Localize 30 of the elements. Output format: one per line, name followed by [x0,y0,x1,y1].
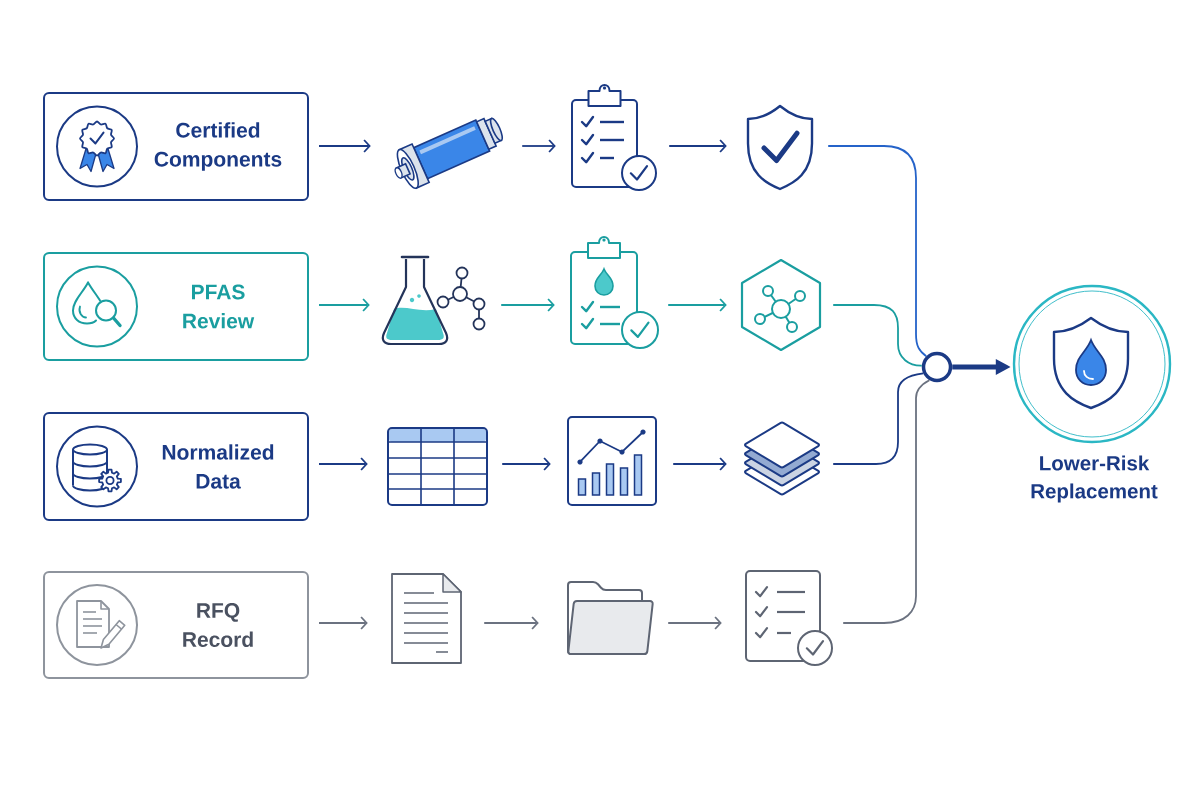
circle-label: Lower-Risk Replacement [1031,455,1158,503]
arrow [500,298,555,312]
water-filter-icon [394,117,504,190]
hexagon-network-icon [740,258,822,352]
connector-line [827,145,928,358]
connector-line [842,379,931,624]
flask-molecule-icon [381,255,486,346]
junction-circle [921,351,953,383]
document-icon [391,573,462,664]
arrow [667,298,727,312]
shield-check-icon [746,104,814,191]
arrow [668,139,727,153]
arrow [521,139,556,153]
arrow [318,139,371,153]
checklist-icon [745,570,833,666]
connector-line [832,304,923,367]
layers-icon [744,421,820,496]
arrow [483,616,539,630]
connector-line [832,372,925,465]
arrow [667,616,722,630]
arrow [318,298,370,312]
arrow [318,457,368,471]
table-icon [387,427,488,506]
bar-chart-icon [567,416,657,506]
arrow [318,616,368,630]
clipboard-check-icon [571,84,657,191]
arrow [672,457,727,471]
arrow [501,457,551,471]
folder-icon [567,581,654,655]
clipboard-drop-icon [570,236,659,349]
